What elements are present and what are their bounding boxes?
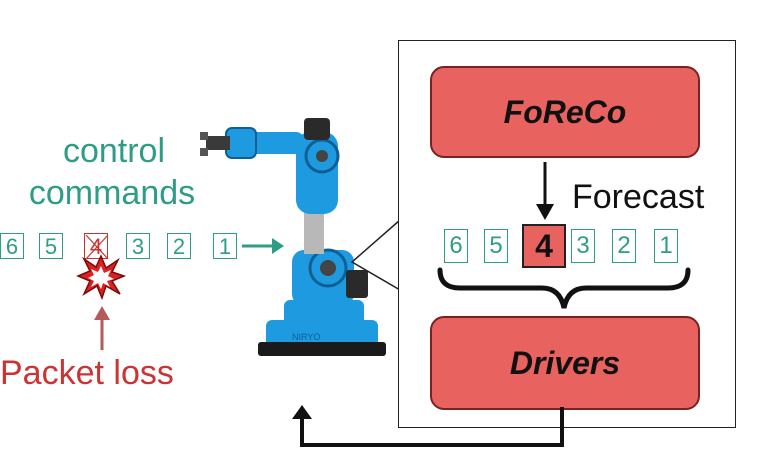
packet-loss-label: Packet loss	[0, 354, 174, 392]
robot-arm-icon: NIRYO	[200, 118, 386, 356]
control-commands-label-line2: commands	[28, 174, 196, 212]
forecast-box-3: 3	[571, 229, 595, 263]
callout-pointer	[350, 219, 401, 291]
forecast-box-6: 6	[444, 229, 468, 263]
foreco-block: FoReCo	[430, 66, 700, 158]
forecast-box-2: 2	[612, 229, 636, 263]
packet-loss-arrow	[94, 306, 110, 350]
forecast-box-5: 5	[484, 229, 508, 263]
command-box-lost: 4	[84, 233, 109, 260]
commands-arrow	[242, 238, 284, 254]
forecast-label: Forecast	[572, 178, 705, 216]
sequence-brace	[437, 267, 691, 309]
drivers-block: Drivers	[430, 316, 700, 410]
explosion-icon	[76, 254, 126, 300]
drivers-to-robot-arrow	[292, 405, 564, 447]
control-commands-label-line1: control	[62, 132, 166, 170]
lost-cross-icon	[85, 234, 109, 260]
forecast-box-1: 1	[654, 229, 678, 263]
forecast-arrow	[536, 162, 554, 220]
predicted-command-box: 4	[522, 224, 566, 268]
command-box-5: 5	[39, 233, 63, 259]
command-box-6: 6	[0, 233, 24, 259]
svg-text:NIRYO: NIRYO	[292, 332, 320, 342]
command-box-2: 2	[167, 233, 191, 259]
command-box-3: 3	[126, 233, 150, 259]
command-box-1: 1	[213, 233, 237, 259]
